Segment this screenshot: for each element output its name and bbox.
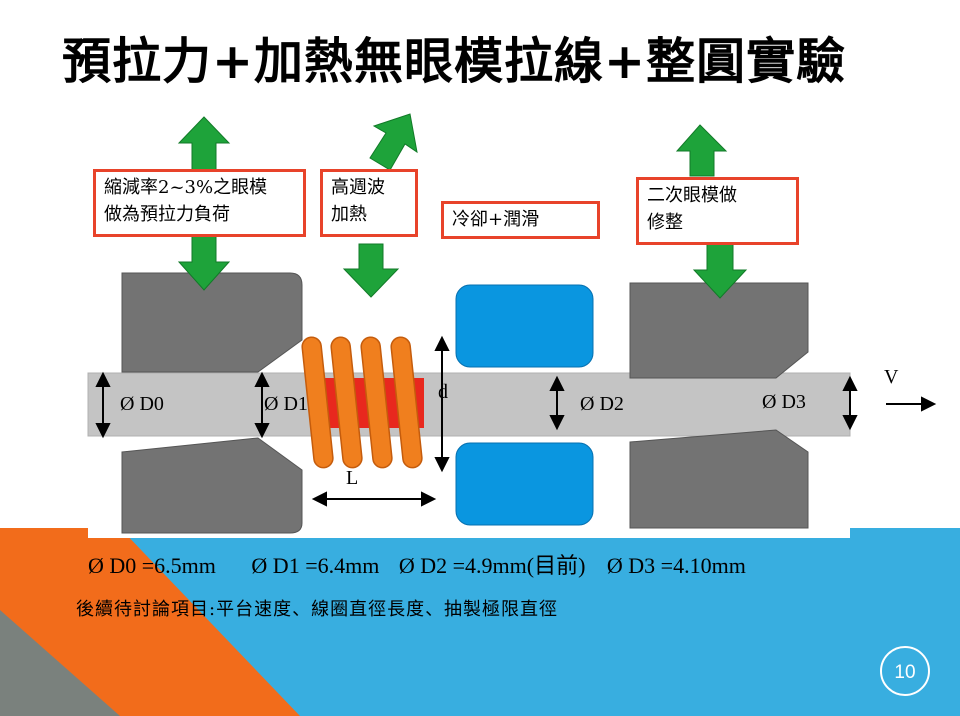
arrow-up-icon [254, 371, 270, 387]
arrow-left-icon [311, 491, 327, 507]
arrow-up-right-icon [369, 113, 418, 171]
heating-label-text: 高週波 加熱 [331, 177, 385, 225]
spec-d3: Ø D3 =4.10mm [606, 553, 746, 578]
arrow-up-icon [842, 375, 858, 391]
coil-turn [301, 336, 334, 469]
predraw-die-label: 縮減率2~3%之眼模 做為預拉力負荷 [93, 169, 306, 237]
spec-line: Ø D0 =6.5mm Ø D1 =6.4mm Ø D2 =4.9mm(目前) … [88, 548, 776, 580]
dimension-markers [95, 335, 937, 507]
d3-label: Ø D3 [762, 391, 806, 413]
induction-coil [301, 336, 423, 469]
predraw-die-bottom [121, 437, 303, 534]
sizing-die-label: 二次眼模做 修整 [636, 177, 799, 245]
predraw-die-label-text: 縮減率2~3%之眼模 做為預拉力負荷 [104, 177, 268, 225]
sizing-die-top [629, 282, 809, 379]
spec-d2: Ø D2 =4.9mm(目前) [398, 553, 586, 578]
coil-turn [360, 336, 393, 469]
arrow-down-icon [434, 457, 450, 473]
arrow-up-icon [549, 375, 565, 391]
d-label: d [438, 381, 448, 403]
L-label: L [346, 467, 359, 489]
page-number: 10 [880, 646, 930, 696]
arrow-up-icon [675, 124, 728, 177]
coil-turn [390, 336, 423, 469]
footer-dark-wedge [0, 610, 120, 716]
arrow-up-icon [95, 371, 111, 387]
arrow-up-icon [434, 335, 450, 351]
spec-d1: Ø D1 =6.4mm [251, 553, 380, 578]
d0-label: Ø D0 [120, 393, 164, 415]
heating-label: 高週波 加熱 [320, 169, 418, 237]
arrow-down-icon [842, 415, 858, 431]
cooler-top [455, 284, 594, 368]
green-arrows [177, 113, 748, 299]
arrow-down-icon [692, 243, 748, 299]
sizing-die-bottom [629, 429, 809, 529]
d1-label: Ø D1 [264, 393, 308, 415]
cooling-label-text: 冷卻+潤滑 [452, 209, 540, 230]
arrow-right-icon [921, 396, 937, 412]
cooler-bottom [455, 442, 594, 526]
predraw-die-top [121, 272, 303, 373]
arrow-down-icon [254, 423, 270, 439]
slide-title: 預拉力+加熱無眼模拉線+整圓實驗 [62, 33, 847, 90]
cooling-label: 冷卻+潤滑 [441, 201, 600, 239]
arrow-down-icon [177, 235, 231, 291]
follow-up-note: 後續待討論項目:平台速度、線圈直徑長度、抽製極限直徑 [76, 599, 559, 620]
footer-orange-wedge [0, 528, 300, 716]
d2-label: Ø D2 [580, 393, 624, 415]
wire [87, 372, 851, 437]
arrow-down-icon [549, 415, 565, 431]
arrow-right-icon [421, 491, 437, 507]
sizing-die-label-text: 二次眼模做 修整 [647, 185, 737, 233]
arrow-down-icon [342, 243, 400, 298]
velocity-label: V [884, 366, 899, 388]
spec-d0: Ø D0 =6.5mm [88, 553, 216, 578]
arrow-down-icon [95, 423, 111, 439]
coil-turn [330, 336, 363, 469]
